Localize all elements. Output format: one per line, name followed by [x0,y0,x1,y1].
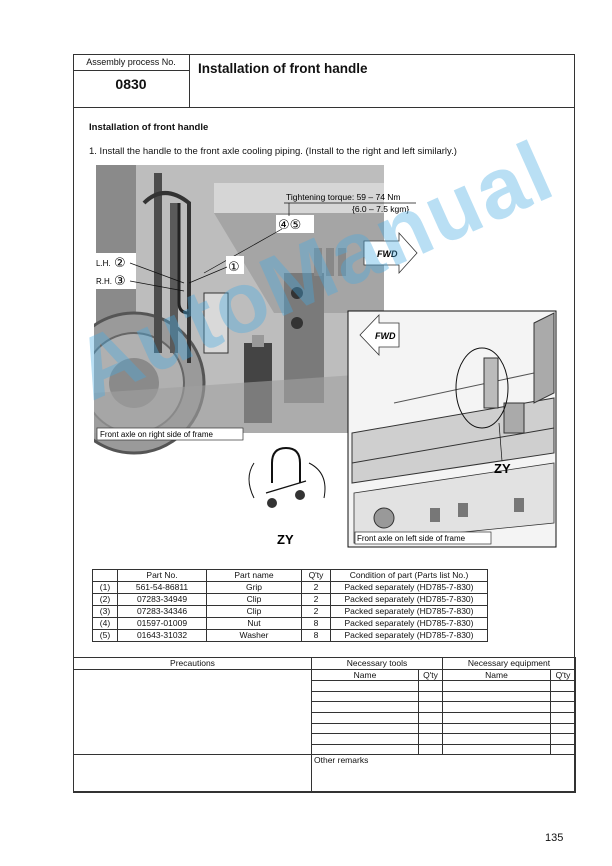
precautions-table: Precautions Necessary tools Necessary eq… [73,656,576,794]
fwd-label-upper: FWD [377,249,398,259]
part-index: (2) [92,593,118,606]
callout-1: ① [228,260,240,275]
installation-figure: Tightening torque: 59 – 74 Nm {6.0 – 7.5… [94,165,557,548]
table-row: (4) 01597-01009 Nut 8 Packed separately … [92,617,488,630]
process-number: 0830 [115,76,147,92]
zy-label-lower: ZY [277,532,294,547]
other-remarks: Other remarks [311,754,576,794]
callout-45: ④⑤ [278,218,301,233]
zy-detail-drawing [248,446,326,508]
torque-kgm-text: {6.0 – 7.5 kgm} [352,204,409,214]
part-qty: 8 [301,617,331,630]
part-number: 01643-31032 [117,629,207,642]
part-condition: Packed separately (HD785-7-830) [330,581,488,594]
part-name: Grip [206,581,302,594]
tools-qty-header: Q'ty [418,668,443,682]
part-qty: 2 [301,593,331,606]
page-title: Installation of front handle [198,61,368,76]
right-side-caption: Front axle on right side of frame [100,430,213,439]
parts-header-condition: Condition of part (Parts list No.) [330,569,488,582]
parts-header-index [92,569,118,582]
equipment-name-header: Name [442,668,551,682]
part-number: 561-54-86811 [117,581,207,594]
part-condition: Packed separately (HD785-7-830) [330,605,488,618]
left-side-photo [347,310,557,548]
parts-header-part-name: Part name [206,569,302,582]
tools-name-header: Name [311,668,419,682]
header-divider [190,107,575,108]
equipment-label: Necessary equipment [442,657,576,670]
parts-header-qty: Q'ty [301,569,331,582]
parts-table: Part No. Part name Q'ty Condition of par… [92,569,488,642]
part-number: 07283-34346 [117,605,207,618]
part-index: (5) [92,629,118,642]
parts-header-part-no: Part No. [117,569,207,582]
left-side-caption: Front axle on left side of frame [357,534,466,543]
parts-header-row: Part No. Part name Q'ty Condition of par… [92,569,488,582]
precautions-label: Precautions [74,658,311,670]
part-condition: Packed separately (HD785-7-830) [330,593,488,606]
part-number: 07283-34949 [117,593,207,606]
precautions-cell: Precautions [73,656,312,756]
table-row: (2) 07283-34949 Clip 2 Packed separately… [92,593,488,606]
torque-text: Tightening torque: 59 – 74 Nm [286,192,401,202]
tools-label: Necessary tools [311,657,443,670]
part-index: (4) [92,617,118,630]
process-number-box: Assembly process No. 0830 [73,54,190,108]
section-title: Installation of front handle [89,122,209,133]
step-instruction: 1. Install the handle to the front axle … [89,146,457,157]
fwd-arrow-right: FWD [363,231,418,275]
part-condition: Packed separately (HD785-7-830) [330,617,488,630]
fwd-label-lower: FWD [375,331,396,341]
part-name: Washer [206,629,302,642]
zy-label-upper: ZY [494,461,511,476]
part-name: Clip [206,593,302,606]
page-number: 135 [545,832,564,844]
fwd-arrow-left: FWD [359,313,400,357]
part-qty: 2 [301,605,331,618]
right-side-photo [94,165,384,455]
part-index: (1) [92,581,118,594]
table-row: (1) 561-54-86811 Grip 2 Packed separatel… [92,581,488,594]
part-number: 01597-01009 [117,617,207,630]
table-row: (5) 01643-31032 Washer 8 Packed separate… [92,629,488,642]
rh-label: R.H. [96,277,112,286]
table-row: (3) 07283-34346 Clip 2 Packed separately… [92,605,488,618]
part-qty: 2 [301,581,331,594]
process-label: Assembly process No. [73,54,189,71]
lh-label: L.H. [96,259,111,268]
callout-3: ③ [114,274,126,289]
part-condition: Packed separately (HD785-7-830) [330,629,488,642]
part-index: (3) [92,605,118,618]
part-name: Nut [206,617,302,630]
part-qty: 8 [301,629,331,642]
callout-2: ② [114,256,126,271]
equipment-qty-header: Q'ty [550,668,576,682]
part-name: Clip [206,605,302,618]
